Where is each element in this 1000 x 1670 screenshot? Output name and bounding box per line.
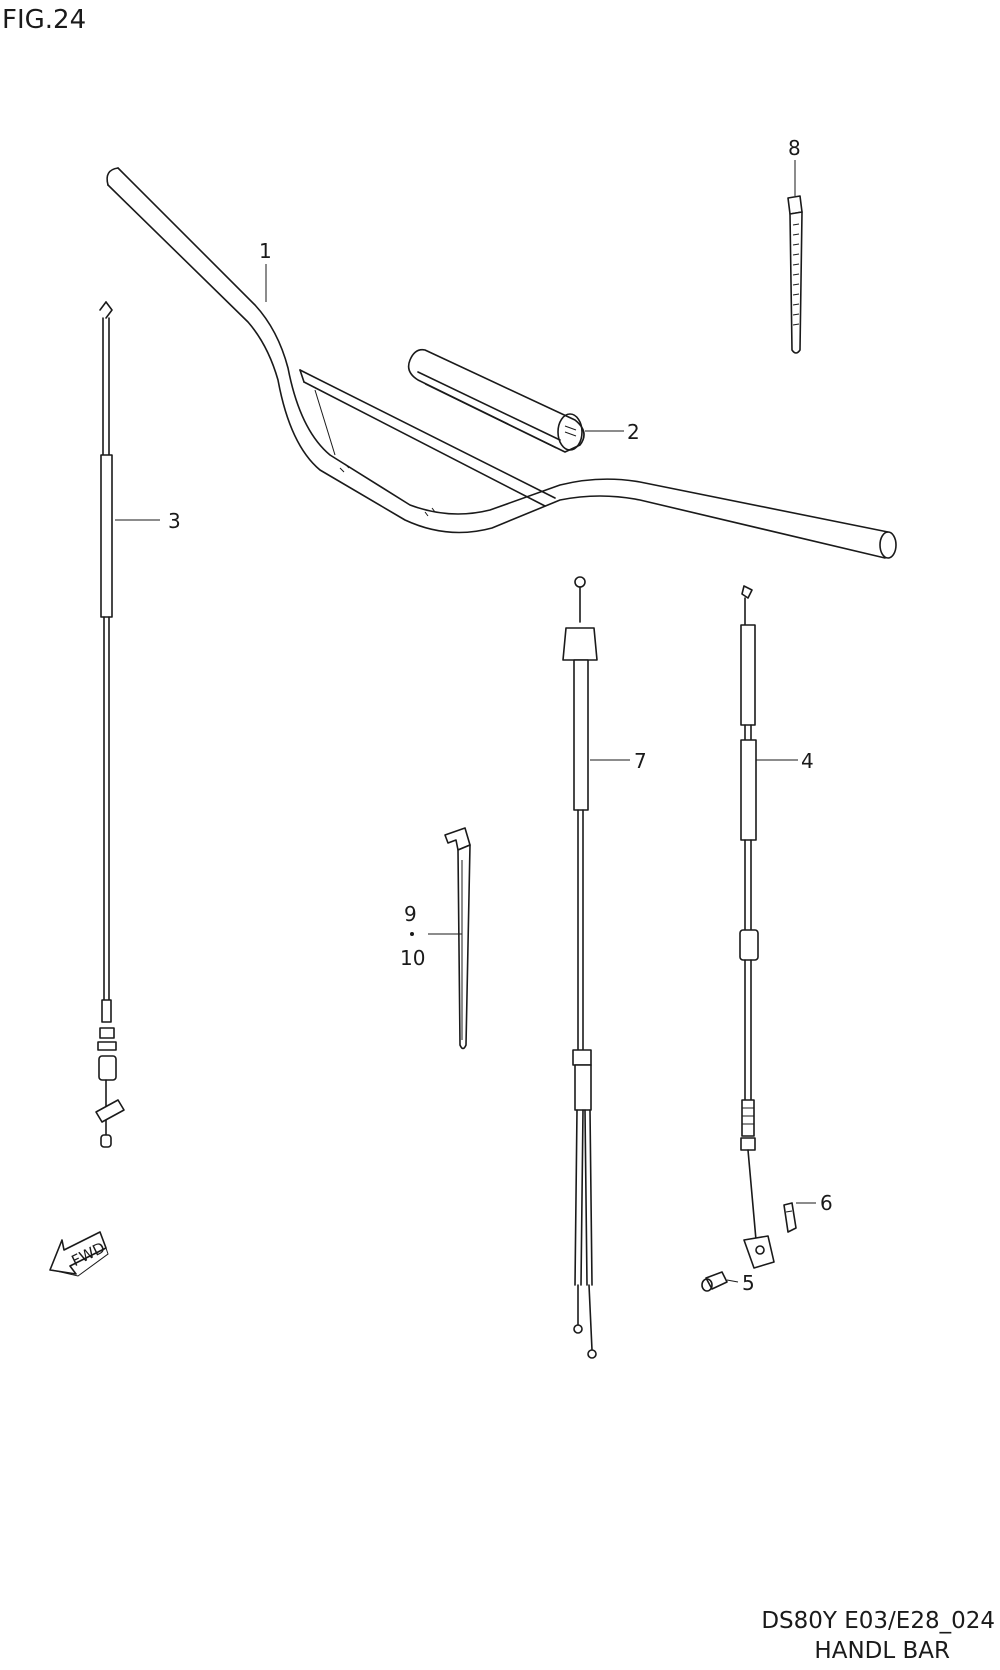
diagram-title: HANDL BAR: [814, 1638, 950, 1664]
leader-lines: [115, 160, 816, 1283]
callout-9[interactable]: 9: [404, 902, 417, 926]
callout-8[interactable]: 8: [788, 136, 801, 160]
model-code: DS80Y E03/E28_024: [761, 1608, 995, 1634]
part-8-strap[interactable]: [787, 195, 803, 354]
part-4-brake-cable[interactable]: [739, 585, 775, 1269]
fwd-arrow-icon: FWD: [49, 1231, 109, 1277]
part-3-clutch-cable[interactable]: [95, 301, 125, 1148]
fwd-label: FWD: [69, 1239, 108, 1271]
part-1-handlebar[interactable]: [106, 167, 897, 559]
callout-7[interactable]: 7: [634, 749, 647, 773]
part-5-adjuster-bolt[interactable]: [701, 1271, 728, 1292]
callout-6[interactable]: 6: [820, 1191, 833, 1215]
callout-3[interactable]: 3: [168, 509, 181, 533]
callout-separator-dot: [410, 932, 414, 936]
callout-1[interactable]: 1: [259, 239, 272, 263]
part-6-clip[interactable]: [783, 1202, 797, 1233]
part-2-handlebar-pad[interactable]: [407, 348, 585, 453]
figure-number: FIG.24: [2, 5, 86, 35]
part-7-throttle-cable[interactable]: [562, 576, 598, 1359]
callout-4[interactable]: 4: [801, 749, 814, 773]
callout-10[interactable]: 10: [400, 946, 425, 970]
part-9-10-cable-tie[interactable]: [444, 827, 471, 1050]
callout-2[interactable]: 2: [627, 420, 640, 444]
callout-5[interactable]: 5: [742, 1271, 755, 1295]
